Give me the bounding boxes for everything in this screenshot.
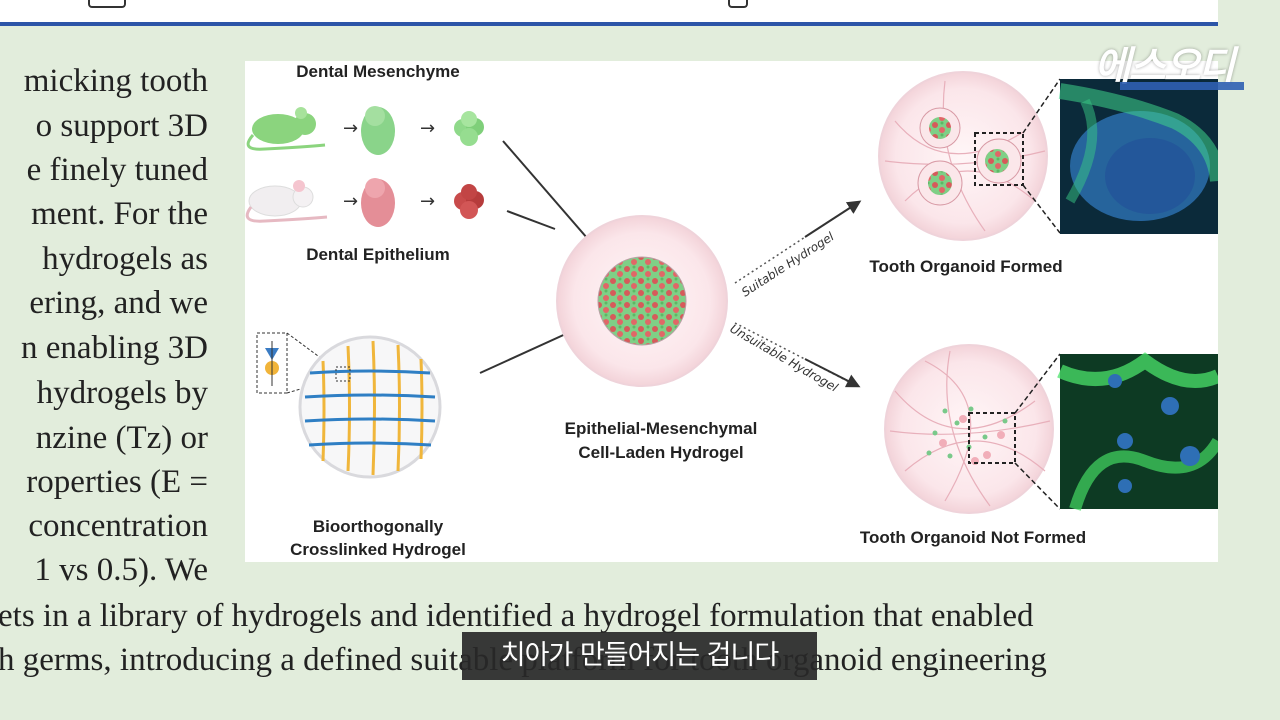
green-embryo-icon	[361, 106, 395, 155]
arrow-line	[804, 358, 861, 388]
left-line: hydrogels by	[36, 375, 208, 411]
arrow-icon: →	[343, 118, 358, 139]
center-label-line2: Cell-Laden Hydrogel	[578, 443, 743, 462]
arrow-icon: →	[420, 118, 435, 139]
white-mouse-icon	[245, 180, 328, 223]
left-line: e finely tuned	[26, 152, 208, 188]
organoid-formed-dish	[878, 71, 1048, 241]
dental-mesenchyme-label: Dental Mesenchyme	[296, 62, 459, 81]
left-line: roperties (E =	[26, 464, 208, 500]
left-line: nzine (Tz) or	[35, 420, 208, 456]
top-glyph-fragment	[728, 0, 748, 8]
channel-logo: 에스오디	[1094, 34, 1244, 94]
top-glyph-fragment	[88, 0, 126, 8]
left-line: n enabling 3D	[21, 330, 208, 366]
logo-underline	[1120, 82, 1244, 90]
zoom-connector	[1014, 353, 1061, 414]
document-top-bar	[0, 0, 1218, 22]
unsuitable-hydrogel-label: Unsuitable Hydrogel	[728, 321, 841, 395]
green-mouse-icon	[246, 107, 326, 151]
center-label-line1: Epithelial-Mesenchymal	[565, 419, 758, 438]
header-rule	[0, 22, 1218, 26]
arrow-line	[506, 210, 556, 230]
organoid-formed-micrograph	[1058, 79, 1218, 234]
hydrogel-label-line2: Crosslinked Hydrogel	[290, 540, 466, 559]
crosslinker-inset-icon	[256, 332, 288, 394]
red-embryo-icon	[361, 178, 395, 227]
body-line: ets in a library of hydrogels and identi…	[0, 598, 1034, 634]
graphical-abstract-figure: Dental Mesenchyme Dental Epithelium → → …	[245, 61, 1218, 562]
organoid-not-formed-dish	[884, 344, 1054, 514]
suitable-hydrogel-label: Suitable Hydrogel	[739, 229, 837, 299]
zoom-connector	[1014, 462, 1061, 510]
left-line: 1 vs 0.5). We	[34, 552, 208, 588]
organoid-formed-label: Tooth Organoid Formed	[869, 257, 1062, 276]
hydrogel-label-line1: Bioorthogonally	[313, 517, 444, 536]
left-line: ment. For the	[31, 196, 208, 232]
zoom-connector	[1022, 184, 1061, 234]
hydrogel-mesh-circle	[298, 335, 442, 479]
cell-laden-hydrogel	[556, 215, 728, 387]
zoom-connector	[1022, 78, 1061, 134]
left-line: o support 3D	[35, 108, 208, 144]
organoid-not-formed-micrograph	[1057, 352, 1218, 511]
left-line: concentration	[28, 508, 208, 544]
left-line: micking tooth	[23, 63, 208, 99]
green-tissue-icon	[454, 111, 484, 146]
left-line: hydrogels as	[42, 241, 208, 277]
arrow-icon: →	[420, 191, 435, 212]
red-tissue-icon	[454, 184, 484, 219]
video-subtitle: 치아가 만들어지는 겁니다	[462, 632, 817, 680]
arrow-line	[804, 200, 862, 238]
organoid-not-formed-label: Tooth Organoid Not Formed	[860, 528, 1086, 547]
left-line: ering, and we	[29, 285, 208, 321]
arrow-icon: →	[343, 191, 358, 212]
dental-epithelium-label: Dental Epithelium	[306, 245, 450, 264]
